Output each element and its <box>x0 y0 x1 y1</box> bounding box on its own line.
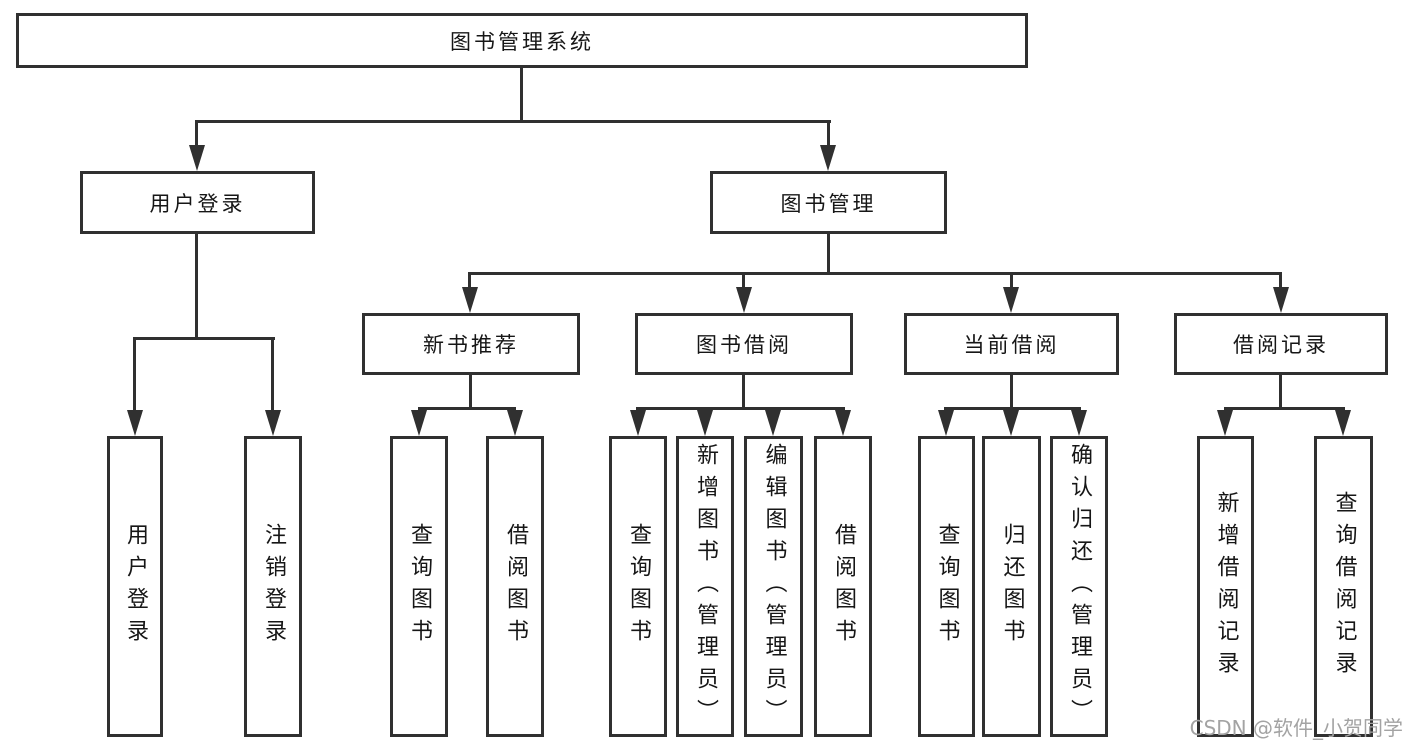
leaf-label: 查询借阅记录 <box>1331 490 1357 683</box>
node-root-library-management-system: 图书管理系统 <box>16 13 1028 68</box>
connector-stem-borrow-records <box>1279 272 1282 290</box>
connector-root-stem <box>520 68 523 120</box>
leaf-borrow-edit-books-admin: 编辑图书（管理员） <box>744 436 803 737</box>
connector-stem-book-mgmt <box>827 120 830 147</box>
connector-book-mgmt-branch <box>468 272 1282 275</box>
leaf-newrec-query-books: 查询图书 <box>390 436 448 737</box>
arrowhead-down <box>507 410 523 436</box>
arrowhead-down <box>1217 410 1233 436</box>
leaf-newrec-borrow-books: 借阅图书 <box>486 436 544 737</box>
leaf-label: 查询图书 <box>407 522 432 651</box>
leaf-logout: 注销登录 <box>244 436 302 737</box>
arrowhead-down <box>736 287 752 313</box>
connector-current-borrow-stem <box>1010 373 1013 409</box>
arrowhead-down <box>1003 287 1019 313</box>
arrowhead-down <box>1335 410 1351 436</box>
connector-stem-current-borrow <box>1010 272 1013 290</box>
arrowhead-down <box>189 145 205 171</box>
csdn-watermark: CSDN @软件_小贺同学 <box>1189 716 1403 740</box>
leaf-current-return-books: 归还图书 <box>982 436 1041 737</box>
arrowhead-down <box>938 410 954 436</box>
connector-borrow-records-stem <box>1279 373 1282 409</box>
connector-book-borrow-branch <box>636 407 845 410</box>
connector-user-login-stem <box>195 232 198 339</box>
arrowhead-down <box>835 410 851 436</box>
leaf-user-login: 用户登录 <box>107 436 163 737</box>
node-borrowing-records: 借阅记录 <box>1174 313 1388 375</box>
leaf-current-confirm-return-admin: 确认归还（管理员） <box>1050 436 1108 737</box>
leaf-records-add-borrow-record: 新增借阅记录 <box>1197 436 1254 737</box>
leaf-label: 编辑图书（管理员） <box>761 442 787 731</box>
connector-stem-leaf-logout <box>271 337 274 412</box>
node-current-borrowing: 当前借阅 <box>904 313 1119 375</box>
leaf-label: 借阅图书 <box>831 522 856 651</box>
leaf-label: 用户登录 <box>123 522 148 651</box>
node-user-login: 用户登录 <box>80 171 315 234</box>
arrowhead-down <box>411 410 427 436</box>
arrowhead-down <box>462 287 478 313</box>
node-new-book-recommendation: 新书推荐 <box>362 313 580 375</box>
leaf-label: 查询图书 <box>934 522 960 651</box>
connector-stem-new-book-rec <box>468 272 471 290</box>
node-label: 图书管理 <box>780 191 877 216</box>
connector-user-login-branch <box>133 337 275 340</box>
arrowhead-down <box>697 410 713 436</box>
node-book-management: 图书管理 <box>710 171 947 234</box>
connector-book-mgmt-stem <box>827 232 830 274</box>
connector-new-book-rec-branch <box>418 407 516 410</box>
arrowhead-down <box>765 410 781 436</box>
arrowhead-down <box>820 145 836 171</box>
node-label: 当前借阅 <box>963 333 1060 357</box>
arrowhead-down <box>265 410 281 436</box>
leaf-current-query-books: 查询图书 <box>918 436 975 737</box>
leaf-borrow-query-books: 查询图书 <box>609 436 667 737</box>
leaf-borrow-borrow-books: 借阅图书 <box>814 436 872 737</box>
node-label: 图书借阅 <box>696 333 792 357</box>
node-label: 用户登录 <box>149 191 246 216</box>
node-book-borrowing: 图书借阅 <box>635 313 853 375</box>
connector-root-branch <box>195 120 831 123</box>
arrowhead-down <box>1071 410 1087 436</box>
leaf-label: 借阅图书 <box>503 522 528 651</box>
arrowhead-down <box>127 410 143 436</box>
leaf-label: 确认归还（管理员） <box>1067 442 1092 731</box>
arrowhead-down <box>1003 410 1019 436</box>
leaf-records-query-borrow-record: 查询借阅记录 <box>1314 436 1373 737</box>
connector-borrow-records-branch <box>1224 407 1345 410</box>
connector-new-book-rec-stem <box>469 373 472 409</box>
node-label: 图书管理系统 <box>450 29 594 54</box>
node-label: 新书推荐 <box>423 333 519 357</box>
connector-stem-leaf-user-login <box>133 337 136 412</box>
arrowhead-down <box>1273 287 1289 313</box>
leaf-label: 查询图书 <box>626 522 651 651</box>
arrowhead-down <box>630 410 646 436</box>
leaf-label: 归还图书 <box>999 522 1025 651</box>
connector-stem-user-login <box>195 120 198 147</box>
leaf-label: 新增图书（管理员） <box>693 442 718 731</box>
leaf-label: 注销登录 <box>261 522 286 651</box>
connector-book-borrow-stem <box>742 373 745 409</box>
leaf-borrow-add-books-admin: 新增图书（管理员） <box>676 436 734 737</box>
node-label: 借阅记录 <box>1233 333 1329 357</box>
leaf-label: 新增借阅记录 <box>1213 490 1239 683</box>
connector-stem-book-borrow <box>742 272 745 290</box>
connector-current-borrow-branch <box>944 407 1081 410</box>
